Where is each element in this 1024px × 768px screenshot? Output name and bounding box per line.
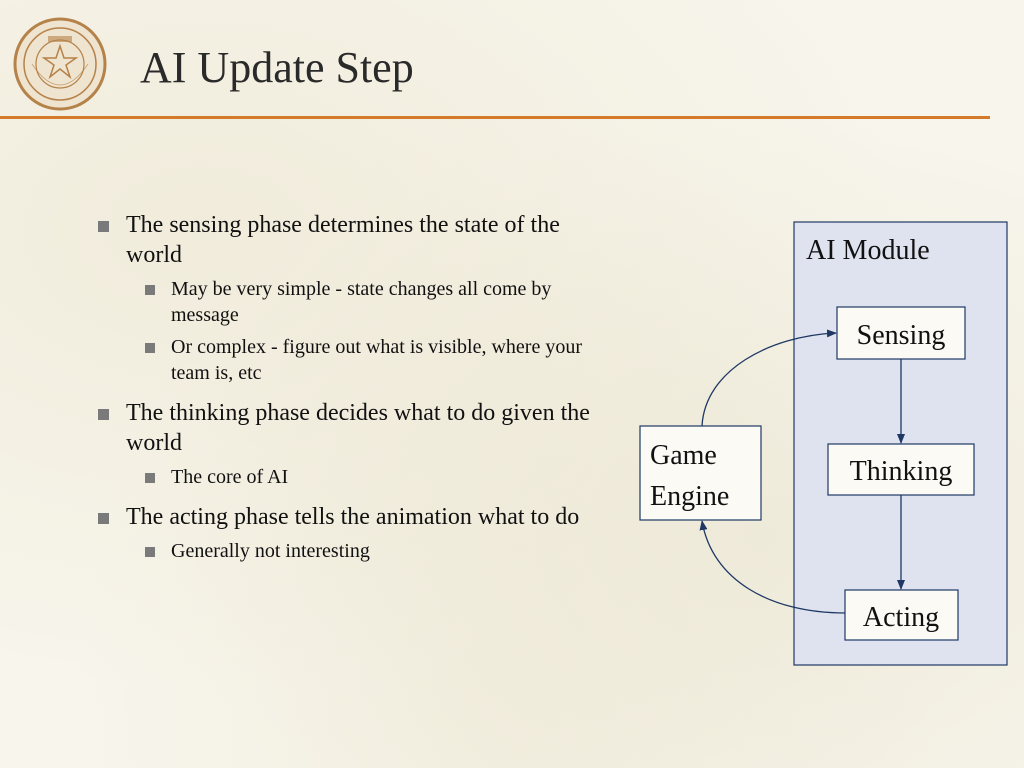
bullet-square-icon	[145, 343, 155, 353]
game-engine-box	[639, 425, 762, 521]
acting-label: Acting	[863, 602, 939, 633]
bullet-list: The sensing phase determines the state o…	[94, 210, 614, 564]
arrow-acting-to-engine	[699, 520, 846, 614]
game-engine-label-line2: Engine	[650, 481, 729, 512]
bullet-square-icon	[145, 547, 155, 557]
bullet-square-icon	[145, 473, 155, 483]
ai-module-label: AI Module	[806, 235, 930, 266]
sub-bullet-text: Or complex - figure out what is visible,…	[171, 336, 583, 384]
bullet-item: The acting phase tells the animation wha…	[94, 502, 614, 564]
sub-bullet-text: Generally not interesting	[171, 540, 370, 562]
bullet-text: The thinking phase decides what to do gi…	[126, 400, 590, 456]
sub-bullet-text: The core of AI	[171, 466, 289, 488]
sub-bullet-item: Generally not interesting	[126, 538, 601, 564]
thinking-box	[827, 443, 975, 496]
bullet-square-icon	[98, 221, 109, 232]
bullet-item: The sensing phase determines the state o…	[94, 210, 614, 386]
acting-box	[844, 589, 959, 641]
sensing-label: Sensing	[857, 320, 946, 351]
sub-bullet-item: The core of AI	[126, 464, 601, 490]
thinking-label: Thinking	[850, 456, 953, 487]
sub-bullet-item: Or complex - figure out what is visible,…	[126, 334, 601, 386]
sub-bullet-text: May be very simple - state changes all c…	[171, 278, 552, 326]
bullet-square-icon	[98, 513, 109, 524]
bullet-square-icon	[98, 409, 109, 420]
bullet-square-icon	[145, 285, 155, 295]
slide-title: AI Update Step	[140, 43, 414, 92]
bullet-item: The thinking phase decides what to do gi…	[94, 398, 614, 490]
sub-bullet-item: May be very simple - state changes all c…	[126, 276, 601, 328]
title-divider	[0, 116, 990, 119]
arrow-engine-to-sensing	[701, 329, 837, 427]
university-seal-icon	[13, 17, 107, 111]
bullet-text: The acting phase tells the animation wha…	[126, 504, 580, 530]
sensing-box	[836, 306, 966, 360]
bullet-text: The sensing phase determines the state o…	[126, 212, 560, 268]
game-engine-label-line1: Game	[650, 440, 717, 471]
